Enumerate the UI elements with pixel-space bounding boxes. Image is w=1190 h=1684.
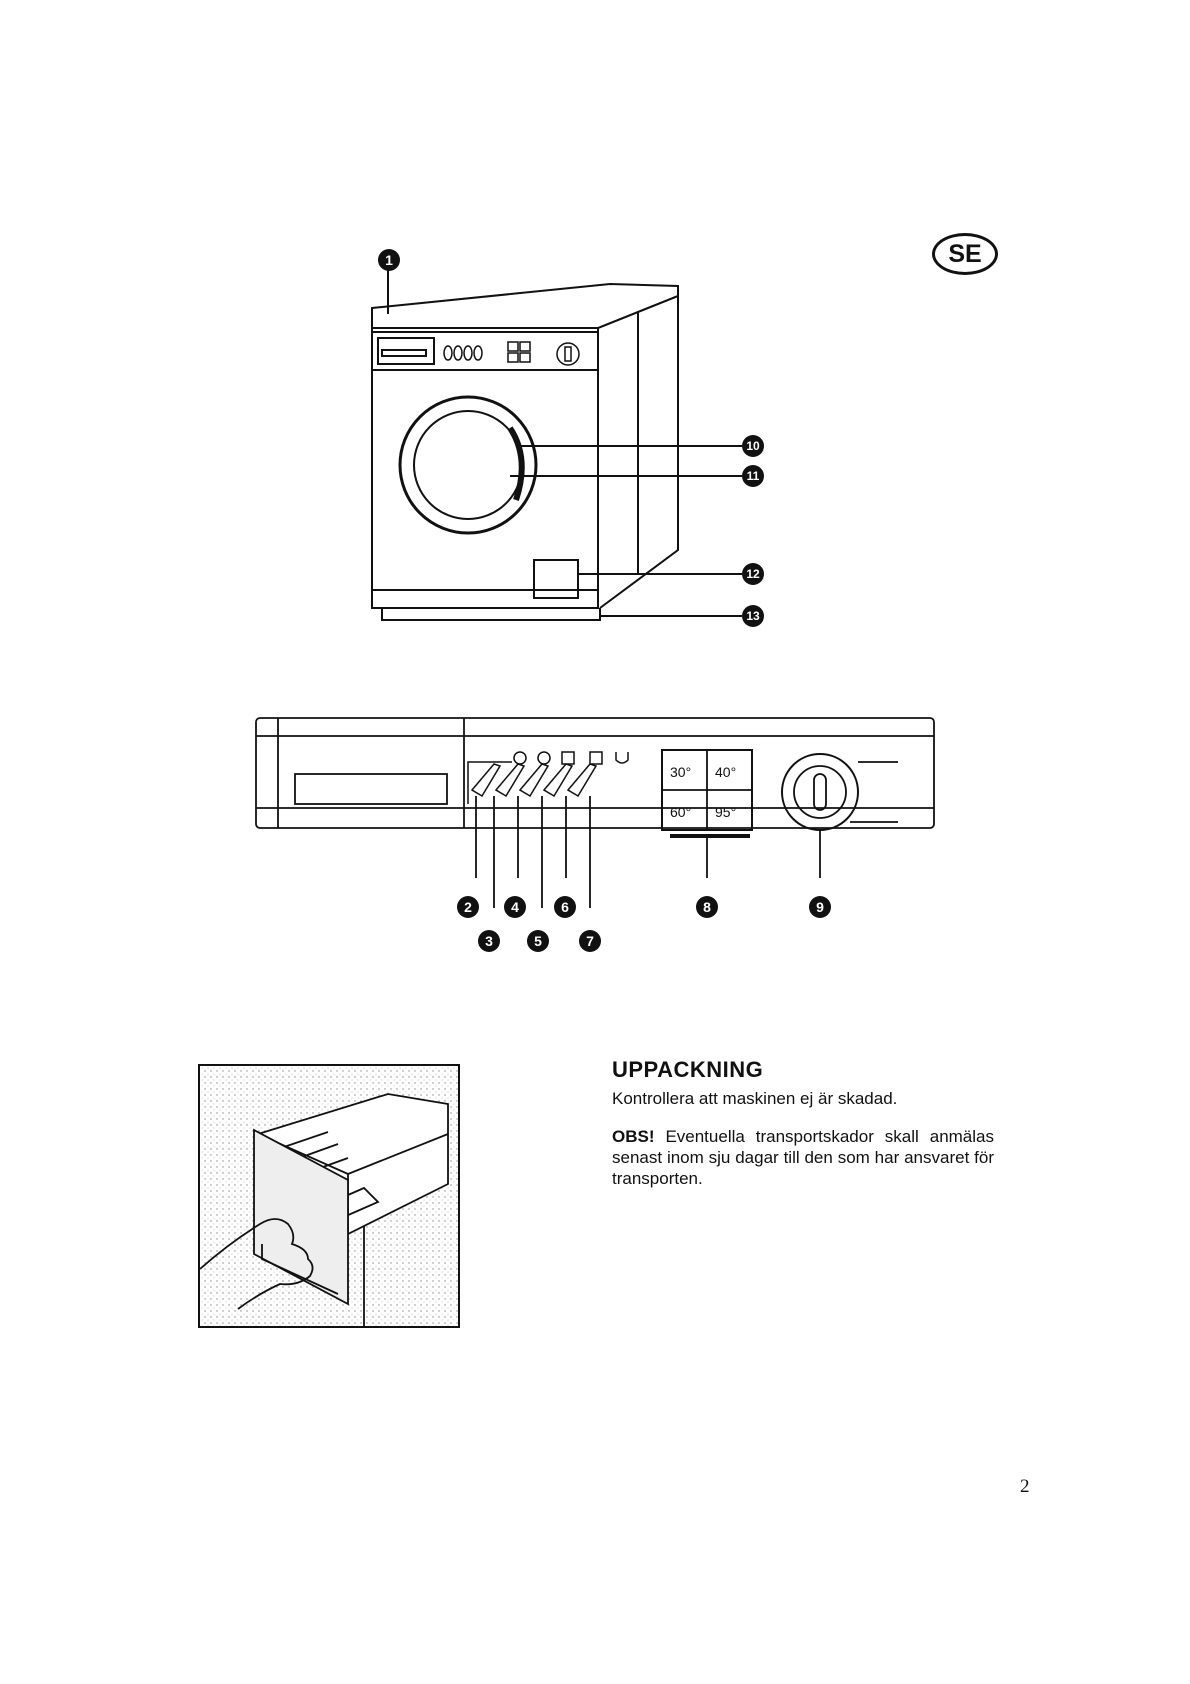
callout-1: 1 (378, 249, 400, 271)
callout-13: 13 (742, 605, 764, 627)
callout-12: 12 (742, 563, 764, 585)
control-panel-diagram (250, 712, 940, 952)
note-paragraph: OBS! Eventuella transportskador skall an… (612, 1126, 994, 1189)
temp-button-30: 30° (670, 764, 691, 780)
callout-6: 6 (554, 896, 576, 918)
note-label: OBS! (612, 1127, 655, 1146)
temp-button-40: 40° (715, 764, 736, 780)
callout-4: 4 (504, 896, 526, 918)
callout-5: 5 (527, 930, 549, 952)
callout-3: 3 (478, 930, 500, 952)
washing-machine-illustration (360, 240, 780, 630)
note-text: Eventuella transportskador skall anmälas… (612, 1127, 994, 1188)
temp-button-95: 95° (715, 804, 736, 820)
section-title: UPPACKNING (612, 1057, 763, 1083)
callout-10: 10 (742, 435, 764, 457)
callout-2: 2 (457, 896, 479, 918)
callout-11: 11 (742, 465, 764, 487)
detergent-drawer-illustration (198, 1064, 460, 1328)
callout-8: 8 (696, 896, 718, 918)
intro-paragraph: Kontrollera att maskinen ej är skadad. (612, 1088, 994, 1109)
callout-7: 7 (579, 930, 601, 952)
temp-button-60: 60° (670, 804, 691, 820)
page-number: 2 (1020, 1476, 1030, 1498)
callout-9: 9 (809, 896, 831, 918)
language-badge: SE (932, 233, 998, 275)
